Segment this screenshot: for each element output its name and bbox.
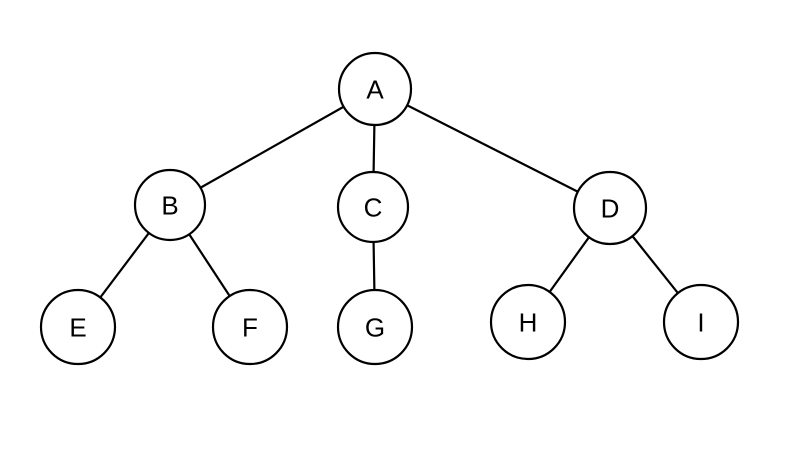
node-label-F: F <box>242 312 258 342</box>
node-circle-D <box>572 170 648 246</box>
node-circle-A <box>337 51 413 127</box>
node-label-I: I <box>697 307 704 337</box>
node-circle-H <box>489 283 567 361</box>
node-circle-F <box>211 288 289 366</box>
node-label-H: H <box>519 307 538 337</box>
tree-node-H: H <box>489 283 567 361</box>
node-circle-C <box>336 170 410 244</box>
node-label-G: G <box>365 312 385 342</box>
tree-node-C: C <box>336 170 410 244</box>
tree-node-G: G <box>336 288 414 366</box>
tree-edge-A-D <box>374 88 611 209</box>
node-circle-G <box>336 288 414 366</box>
node-label-A: A <box>366 74 384 104</box>
tree-node-D: D <box>572 170 648 246</box>
tree-node-F: F <box>211 288 289 366</box>
node-label-E: E <box>69 312 86 342</box>
tree-edge-A-B <box>169 88 376 206</box>
tree-node-I: I <box>662 283 740 361</box>
node-circle-I <box>662 283 740 361</box>
node-label-B: B <box>161 190 178 220</box>
tree-node-E: E <box>39 288 117 366</box>
node-label-D: D <box>601 193 620 223</box>
node-circle-B <box>133 168 207 242</box>
node-circle-E <box>39 288 117 366</box>
tree-node-A: A <box>337 51 413 127</box>
node-label-C: C <box>364 192 383 222</box>
tree-node-B: B <box>133 168 207 242</box>
